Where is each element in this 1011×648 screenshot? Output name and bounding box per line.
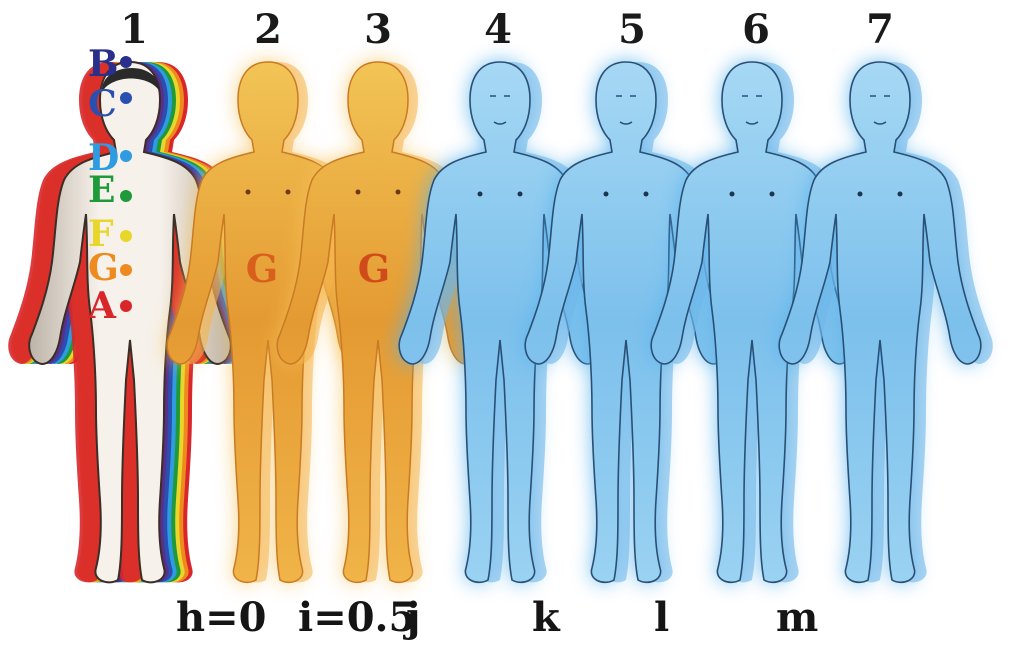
nipple xyxy=(478,192,483,197)
chakra-dot xyxy=(120,190,132,202)
figure-number-1: 1 xyxy=(114,8,154,52)
chakra-label-b: B xyxy=(88,46,118,82)
figure-7 xyxy=(779,62,993,582)
nipple xyxy=(286,190,291,195)
g-mark-figure-3: G xyxy=(354,248,394,290)
chakra-label-c: C xyxy=(88,86,118,122)
figure-number-6: 6 xyxy=(736,8,776,52)
figure-number-3: 3 xyxy=(358,8,398,52)
bottom-label-h: h=0 xyxy=(176,596,266,640)
nipple xyxy=(604,192,609,197)
figure-5 xyxy=(525,62,739,582)
figure-6 xyxy=(651,62,865,582)
bottom-label-i: i=0.5 xyxy=(298,596,416,640)
chakra-dot xyxy=(120,300,132,312)
figure-number-2: 2 xyxy=(248,8,288,52)
nipple xyxy=(246,190,251,195)
nipple xyxy=(356,190,361,195)
nipple xyxy=(644,192,649,197)
figure-3 xyxy=(277,62,489,582)
figure-4 xyxy=(399,62,613,582)
bottom-label-m: m xyxy=(776,596,818,640)
chakra-label-a: A xyxy=(88,288,118,324)
chakra-dot xyxy=(120,230,132,242)
chakra-label-e: E xyxy=(88,172,118,208)
nipple xyxy=(770,192,775,197)
nipple xyxy=(898,192,903,197)
chakra-dot xyxy=(120,264,132,276)
nipple xyxy=(730,192,735,197)
figure-number-4: 4 xyxy=(478,8,518,52)
chakra-label-g: G xyxy=(88,250,118,286)
chakra-dot xyxy=(120,56,132,68)
nipple xyxy=(396,190,401,195)
chakra-dot xyxy=(120,150,132,162)
nipple xyxy=(858,192,863,197)
bottom-label-l: l xyxy=(654,596,669,640)
chakra-dot xyxy=(120,92,132,104)
g-mark-figure-2: G xyxy=(242,248,282,290)
nipple xyxy=(518,192,523,197)
bottom-label-j: j xyxy=(406,596,420,640)
figure-1 xyxy=(8,56,259,582)
figure-number-5: 5 xyxy=(612,8,652,52)
bottom-label-k: k xyxy=(532,596,560,640)
figure-number-7: 7 xyxy=(860,8,900,52)
